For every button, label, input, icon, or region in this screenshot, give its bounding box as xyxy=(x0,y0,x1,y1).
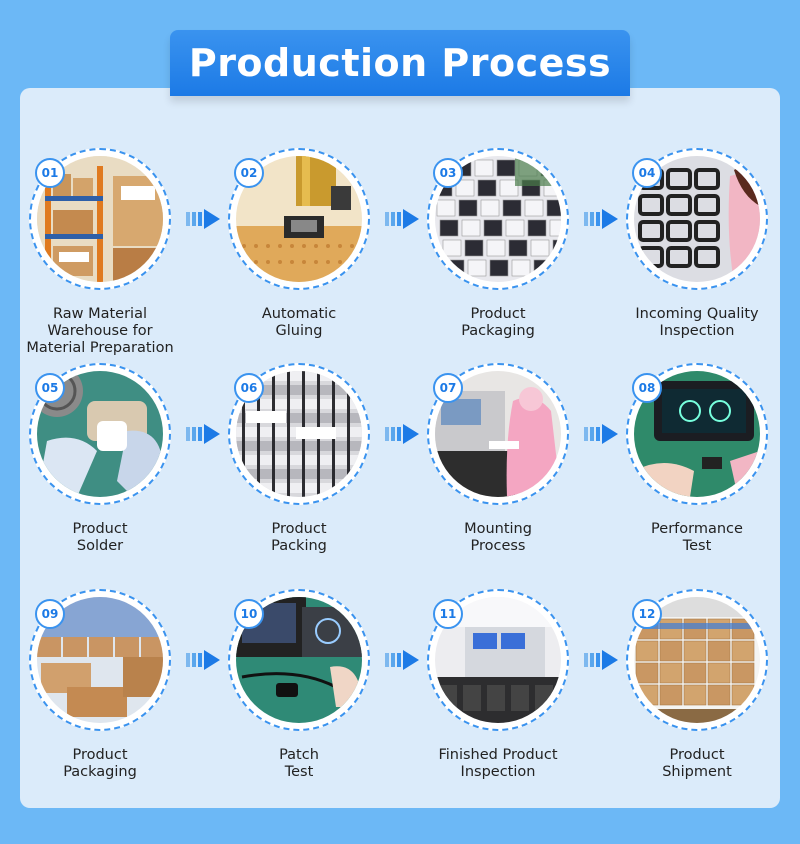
triple-chevron-right-icon xyxy=(385,209,421,229)
triple-chevron-right-icon xyxy=(385,650,421,670)
step-number-badge: 12 xyxy=(632,599,662,629)
step-photo-circle: 03 xyxy=(427,148,569,290)
step-label-line: Product xyxy=(470,306,526,322)
step-number-badge: 04 xyxy=(632,158,662,188)
step-number-badge: 10 xyxy=(234,599,264,629)
step-label-line: Solder xyxy=(76,538,124,554)
step-number-badge: 08 xyxy=(632,373,662,403)
triple-chevron-right-icon xyxy=(584,650,620,670)
step-number-badge: 01 xyxy=(35,158,65,188)
step-photo xyxy=(634,597,760,723)
step-label-line: Performance xyxy=(651,521,743,537)
step-label-line: Patch xyxy=(279,747,319,763)
step-photo-circle: 07 xyxy=(427,363,569,505)
triple-chevron-right-icon xyxy=(584,424,620,444)
step-photo-circle: 12 xyxy=(626,589,768,731)
step-photo xyxy=(634,156,760,282)
step-label-line: Packaging xyxy=(63,764,137,780)
triple-chevron-right-icon xyxy=(186,650,222,670)
step-photo xyxy=(37,156,163,282)
step-label-line: Test xyxy=(284,764,314,780)
step-label-line: Warehouse for xyxy=(47,323,153,339)
step-photo xyxy=(634,371,760,497)
step-photo-illustration xyxy=(634,371,760,497)
step-label-line: Product xyxy=(72,747,128,763)
step-label-line: Process xyxy=(470,538,526,554)
step-photo xyxy=(236,371,362,497)
step-label-line: Inspection xyxy=(460,764,536,780)
step-photo-circle: 01 xyxy=(29,148,171,290)
step-number-badge: 05 xyxy=(35,373,65,403)
step-label-line: Finished Product xyxy=(438,747,558,763)
step-photo-circle: 06 xyxy=(228,363,370,505)
step-label-line: Packaging xyxy=(461,323,535,339)
step-number-badge: 02 xyxy=(234,158,264,188)
step-number-badge: 09 xyxy=(35,599,65,629)
step-label-line: Raw Material xyxy=(52,306,148,322)
step-label-line: Shipment xyxy=(662,764,732,780)
step-number-badge: 07 xyxy=(433,373,463,403)
step-photo-illustration xyxy=(634,156,760,282)
step-label-line: Product xyxy=(271,521,327,537)
step-label-line: Product xyxy=(669,747,725,763)
triple-chevron-right-icon xyxy=(385,424,421,444)
step-label-line: Material Preparation xyxy=(26,340,174,356)
step-photo-illustration xyxy=(634,597,760,723)
step-label-line: Automatic xyxy=(261,306,337,322)
step-photo-circle: 05 xyxy=(29,363,171,505)
step-photo-circle: 09 xyxy=(29,589,171,731)
step-label-line: Inspection xyxy=(659,323,735,339)
step-photo-illustration xyxy=(37,156,163,282)
triple-chevron-right-icon xyxy=(186,424,222,444)
step-photo-circle: 02 xyxy=(228,148,370,290)
step-number-badge: 11 xyxy=(433,599,463,629)
step-label-line: Mounting xyxy=(464,521,532,537)
triple-chevron-right-icon xyxy=(584,209,620,229)
page-title: Production Process xyxy=(170,30,630,96)
step-photo-circle: 04 xyxy=(626,148,768,290)
step-photo-circle: 10 xyxy=(228,589,370,731)
step-label-line: Test xyxy=(682,538,712,554)
step-label-line: Packing xyxy=(271,538,327,554)
step-label-line: Incoming Quality xyxy=(635,306,759,322)
step-photo-circle: 11 xyxy=(427,589,569,731)
step-number-badge: 06 xyxy=(234,373,264,403)
step-number-badge: 03 xyxy=(433,158,463,188)
step-photo-circle: 08 xyxy=(626,363,768,505)
triple-chevron-right-icon xyxy=(186,209,222,229)
step-photo-illustration xyxy=(236,371,362,497)
step-label-line: Gluing xyxy=(275,323,323,339)
step-label-line: Product xyxy=(72,521,128,537)
